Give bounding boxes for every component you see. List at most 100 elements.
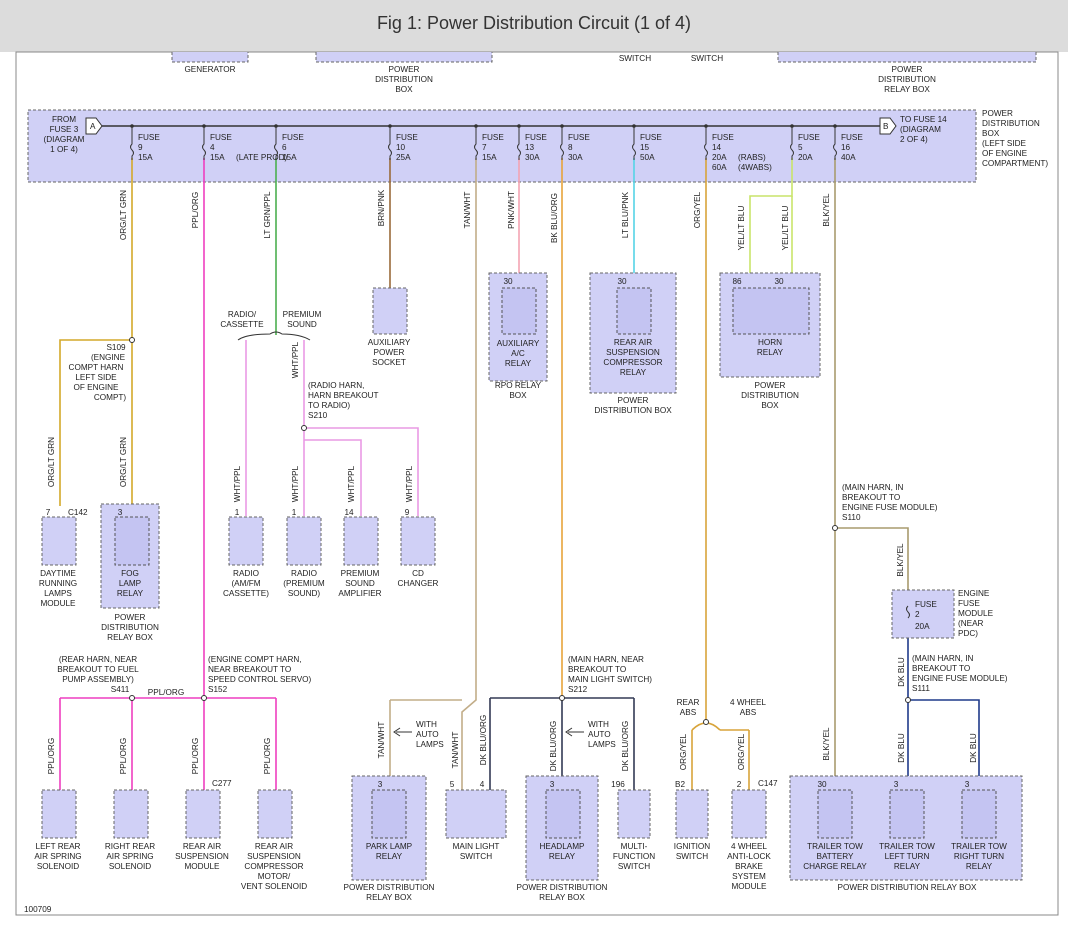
fuse-label: FUSE [138, 133, 160, 142]
label-horn-1: HORN [758, 338, 782, 347]
fuse-amperage: 15A [138, 153, 153, 162]
label-pdb-side-4: (LEFT SIDE [982, 139, 1027, 148]
label-pdb-horn-2: DISTRIBUTION [741, 391, 799, 400]
label-from-fuse-3: (DIAGRAM [44, 135, 85, 144]
wire-color-label: LT GRN/PPL [263, 191, 272, 238]
fuse-number: 7 [482, 143, 487, 152]
label-top-prb-1: POWER [892, 65, 923, 74]
label-s212-1: (MAIN HARN, NEAR [568, 655, 644, 664]
label-s110-4: S110 [842, 513, 861, 522]
label-ttbc-2: BATTERY [816, 852, 854, 861]
fuse-symbol [632, 126, 636, 160]
bus-connector-a [85, 117, 103, 135]
label-s109-6: COMPT) [94, 393, 127, 402]
wire-color-label: ORG/LT GRN [119, 437, 128, 487]
label-s210-1: (RADIO HARN, [308, 381, 364, 390]
label-mfs-1: MULTI- [621, 842, 648, 851]
label-ttbc-1: TRAILER TOW [807, 842, 863, 851]
fuse-label: FUSE [568, 133, 590, 142]
wire-color-label: PPL/ORG [263, 738, 272, 774]
label-top-generator: GENERATOR [184, 65, 235, 74]
label-aux-ps-1: AUXILIARY [368, 338, 411, 347]
fuse-note-2: (4WABS) [738, 163, 772, 172]
fuse-number: 6 [282, 143, 287, 152]
fuse-symbol [790, 126, 794, 160]
wire-color-label: WHT/PPL [405, 465, 414, 502]
label-auto-h-3: LAMPS [588, 740, 616, 749]
fuse-number: 5 [798, 143, 803, 152]
pin-number: 30 [774, 277, 784, 286]
wire-color-label: DK BLU [897, 733, 906, 763]
label-rras-2: AIR SPRING [106, 852, 153, 861]
fuse-symbol [202, 126, 206, 160]
label-s411-1: (REAR HARN, NEAR [59, 655, 137, 664]
label-drl-3: LAMPS [44, 589, 72, 598]
label-aux-ps-3: SOCKET [372, 358, 406, 367]
label-pdrb-park-1: POWER DISTRIBUTION [344, 883, 435, 892]
label-ppl-org-h: PPL/ORG [148, 688, 184, 697]
label-fig-id: 100709 [24, 905, 52, 914]
label-rascm-2: SUSPENSION [247, 852, 301, 861]
wire-color-label: PPL/ORG [119, 738, 128, 774]
label-park-1: PARK LAMP [366, 842, 413, 851]
pin-number: C147 [758, 779, 778, 788]
label-4wabs-1: 4 WHEEL [731, 842, 767, 851]
label-aux-ac-2: A/C [511, 349, 525, 358]
fuse-number: 16 [841, 143, 851, 152]
pin-number: 2 [737, 780, 742, 789]
fuse-amperage: 20A [798, 153, 813, 162]
label-top-pdb-2: DISTRIBUTION [375, 75, 433, 84]
label-s152-1: (ENGINE COMPT HARN, [208, 655, 302, 664]
radio-bracket [237, 331, 311, 341]
label-pdrb-head-2: RELAY BOX [539, 893, 585, 902]
label-pdrb-fog-2: DISTRIBUTION [101, 623, 159, 632]
label-mfs-2: FUNCTION [613, 852, 655, 861]
label-aux-ps-2: POWER [374, 348, 405, 357]
fuse-label: FUSE [482, 133, 504, 142]
label-to-fuse-1: TO FUSE 14 [900, 115, 947, 124]
wire-color-label: ORG/YEL [679, 733, 688, 770]
wire-color-label: WHT/PPL [233, 465, 242, 502]
label-rpo-2: BOX [509, 391, 527, 400]
pin-number: 5 [450, 780, 455, 789]
fuse-number: 14 [712, 143, 722, 152]
label-s109-1: S109 [106, 343, 126, 352]
wire-color-label: PPL/ORG [47, 738, 56, 774]
label-pdb-side-6: COMPARTMENT) [982, 159, 1048, 168]
label-s212-3: MAIN LIGHT SWITCH) [568, 675, 652, 684]
wire-color-label: TAN/WHT [463, 192, 472, 229]
label-pdrb-fog-1: POWER [115, 613, 146, 622]
fuse-label: FUSE [282, 133, 304, 142]
wire-color-label: TAN/WHT [451, 732, 460, 769]
label-s152-4: S152 [208, 685, 228, 694]
wire-color-label: BLK/YEL [822, 727, 831, 761]
wire-color-label: ORG/YEL [693, 191, 702, 228]
label-psa-1: PREMIUM [341, 569, 380, 578]
label-rasc-4: RELAY [620, 368, 647, 377]
title-bar: Fig 1: Power Distribution Circuit (1 of … [0, 0, 1068, 52]
label-top-pdb-3: BOX [395, 85, 413, 94]
wire-color-label: YEL/LT BLU [737, 206, 746, 251]
label-mls-1: MAIN LIGHT [453, 842, 500, 851]
splices [129, 337, 911, 725]
wire-color-label: PPL/ORG [191, 738, 200, 774]
label-efm-1: ENGINE [958, 589, 990, 598]
fuse-symbol [704, 126, 708, 160]
label-s111-1: (MAIN HARN, IN [912, 654, 973, 663]
wire-color-label: BLK/YEL [896, 543, 905, 577]
label-pdb-horn-3: BOX [761, 401, 779, 410]
label-drl-4: MODULE [40, 599, 76, 608]
label-rras-3: SOLENOID [109, 862, 151, 871]
wire-color-label: DK BLU [897, 657, 906, 687]
label-pdrb-head-1: POWER DISTRIBUTION [517, 883, 608, 892]
label-rasm-2: SUSPENSION [175, 852, 229, 861]
